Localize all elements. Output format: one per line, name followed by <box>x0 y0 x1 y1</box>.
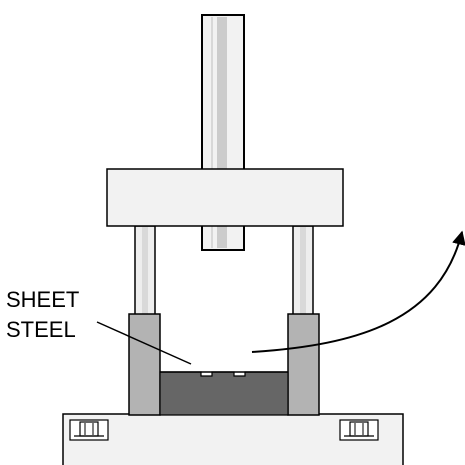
ram-column-highlight <box>217 17 227 248</box>
bolt-left-head <box>79 421 99 437</box>
sheet-steel-label-line-2: STEEL <box>6 317 76 342</box>
sheet-steel-leader-line <box>96 321 192 365</box>
crosshead <box>106 168 344 227</box>
bolt-left <box>69 419 109 441</box>
guide-post-right-highlight <box>300 227 306 315</box>
die-block-left <box>128 313 161 416</box>
sheet-steel-label-line-1: SHEET <box>6 287 80 312</box>
die-cavity <box>159 371 289 416</box>
die-block-right <box>287 313 320 416</box>
bolt-right-head <box>349 421 369 437</box>
ejection-arrow <box>251 230 465 353</box>
guide-post-left-highlight <box>142 227 148 315</box>
bolt-right <box>339 419 379 441</box>
